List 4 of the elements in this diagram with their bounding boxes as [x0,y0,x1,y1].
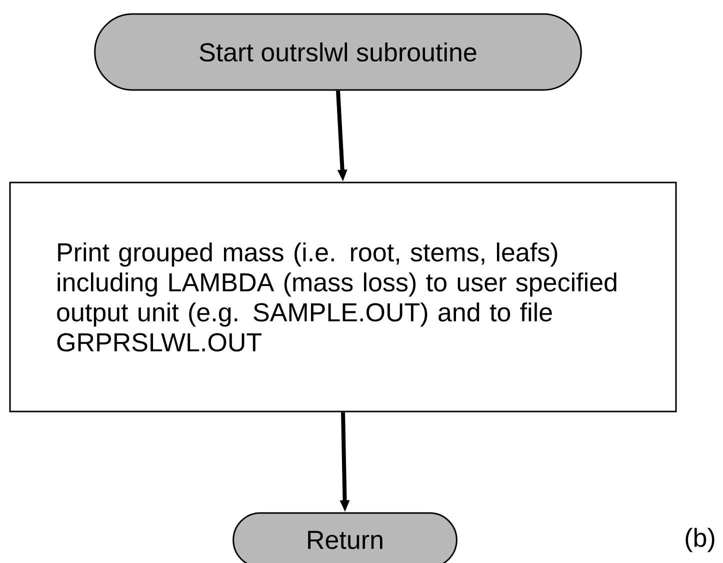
process-box: Print grouped mass (i.e. root, stems, leafs) including LAMBDA (mass loss) to user specified output unit (e.g. SAMPLE.OUT) and to file GRPRSLWL.OUT [9,182,677,412]
terminal-box: Return [232,512,458,563]
panel-label: (b) [686,528,714,552]
terminal-box: Start outrslwl subroutine [94,13,582,91]
